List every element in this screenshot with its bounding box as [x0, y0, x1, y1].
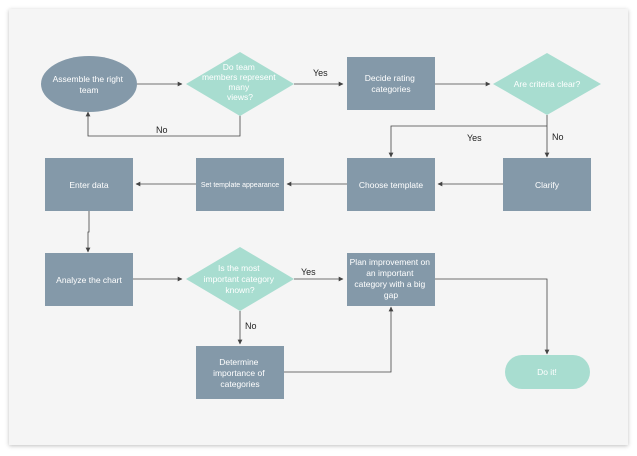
decision-label: Do team members represent many views? — [202, 62, 278, 102]
node-label: Plan improvement on an important categor… — [350, 257, 433, 300]
node-label: Determine importance of categories — [213, 357, 267, 389]
node-decide-rating: Decide rating categories — [347, 57, 435, 110]
edge-label-no: No — [245, 321, 257, 331]
node-enter-data: Enter data — [45, 158, 133, 211]
edge-criteria-yes-to-choose — [388, 125, 547, 158]
node-determine-importance: Determine importance of categories — [196, 346, 284, 399]
decision-important-category-known: Is the most important category known? — [186, 247, 294, 311]
edge-label-no: No — [156, 125, 168, 135]
decision-label: Are criteria clear? — [514, 79, 581, 89]
node-label: Do it! — [537, 367, 557, 377]
node-label: Assemble the right team — [53, 74, 126, 95]
edge-label-yes: Yes — [301, 267, 316, 277]
node-choose-template: Choose template — [347, 158, 435, 211]
edge-plan-to-doit — [435, 278, 550, 355]
node-label: Clarify — [535, 180, 560, 190]
decision-criteria-clear: Are criteria clear? — [493, 53, 601, 115]
node-label: Analyze the chart — [56, 275, 122, 285]
decision-label: Is the most important category known? — [204, 263, 277, 295]
node-label: Decide rating categories — [365, 73, 417, 94]
node-label: Set template appearance — [201, 182, 279, 189]
node-set-template-appearance: Set template appearance — [196, 158, 284, 211]
edge-enterdata-to-analyze — [85, 211, 91, 253]
edge-label-yes: Yes — [467, 133, 482, 143]
node-do-it: Do it! — [505, 355, 590, 389]
edge-label-no: No — [552, 132, 564, 142]
edges — [85, 81, 550, 373]
node-plan-improvement: Plan improvement on an important categor… — [347, 253, 435, 306]
node-label: Choose template — [359, 180, 424, 190]
edge-determine-to-plan — [284, 306, 394, 373]
decision-represent-views: Do team members represent many views? — [186, 52, 294, 116]
node-analyze-chart: Analyze the chart — [45, 253, 133, 306]
edge-labels: Yes No Yes No Yes No — [156, 68, 564, 331]
node-clarify: Clarify — [503, 158, 591, 211]
edge-represent-no-to-assemble — [85, 111, 241, 137]
edge-label-yes: Yes — [313, 68, 328, 78]
node-assemble-team: Assemble the right team — [41, 56, 137, 112]
node-label: Enter data — [69, 180, 108, 190]
